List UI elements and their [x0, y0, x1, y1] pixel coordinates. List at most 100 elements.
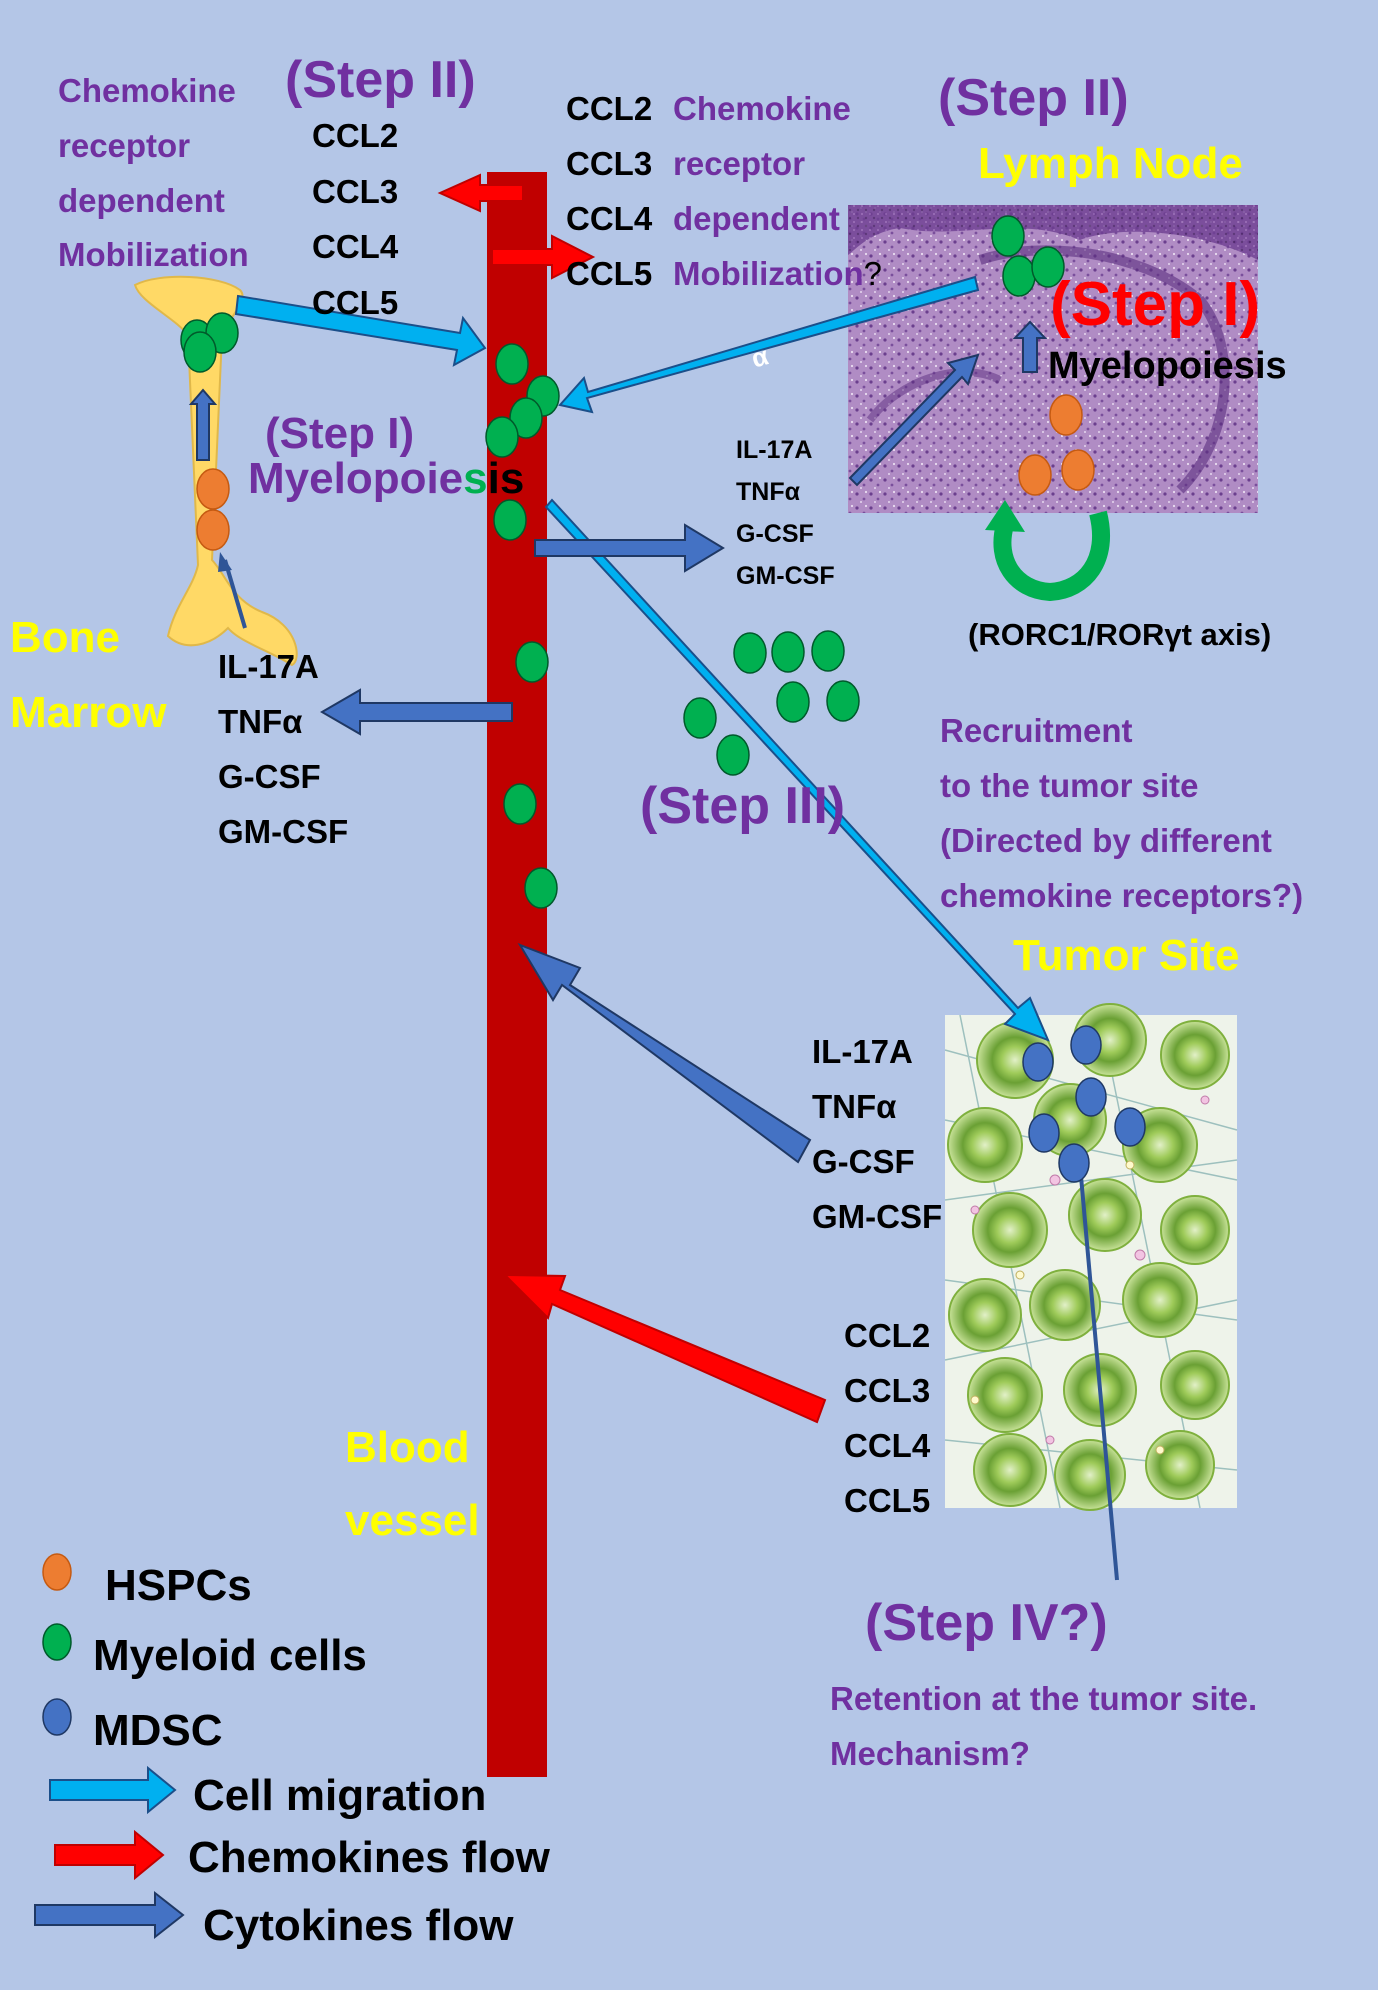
svg-text:CCL3: CCL3 [844, 1372, 930, 1409]
legend: HSPCs Myeloid cells MDSC Cell migration … [34, 1553, 551, 1950]
myeloid-cell [183, 331, 217, 373]
rorc1-loop-arrow [985, 500, 1111, 602]
svg-text:CCL5: CCL5 [312, 284, 398, 321]
chemokine-arrow-vessel-to-left [437, 173, 524, 213]
svg-text:IL-17A: IL-17A [736, 436, 812, 464]
svg-text:Retention at the tumor site.: Retention at the tumor site. [830, 1680, 1257, 1717]
chemokine-arrow-tumor-to-vessel [502, 1273, 827, 1424]
svg-text:CCL4: CCL4 [844, 1427, 931, 1464]
hspc-cell [196, 468, 230, 510]
legend-hspc-label: HSPCs [105, 1561, 252, 1610]
svg-text:G-CSF: G-CSF [812, 1143, 915, 1180]
myeloid-cell [776, 681, 810, 723]
myeloid-cell [493, 499, 527, 541]
migration-arrow-lymph-to-vessel [558, 275, 980, 414]
svg-text:receptor: receptor [58, 127, 190, 164]
svg-text:CCL4: CCL4 [312, 228, 399, 265]
myeloid-cell [509, 397, 543, 439]
cell-migration-arrows [234, 275, 1050, 1042]
mdsc-cell [1028, 1113, 1060, 1153]
myelopoiesis-up-arrow-bone [188, 388, 218, 461]
myeloid-cell [503, 783, 537, 825]
svg-text:Chemokine: Chemokine [673, 90, 851, 127]
retention-line [1078, 1164, 1119, 1581]
legend-mdsc-swatch [42, 1698, 72, 1736]
svg-text:CCL5: CCL5 [566, 255, 652, 292]
svg-text:CCL4: CCL4 [566, 200, 653, 237]
migration-arrow-vessel-to-tumor [544, 498, 1050, 1042]
svg-text:G-CSF: G-CSF [736, 520, 814, 548]
legend-cytokine-label: Cytokines flow [203, 1901, 514, 1950]
myeloid-cell [515, 641, 549, 683]
migration-arrow-bone-to-vessel [234, 294, 487, 367]
cytokine-arrow-vessel-to-right [534, 523, 725, 573]
right-chemokine-list: CCL2 CCL3 CCL4 CCL5 [566, 90, 653, 292]
myeloid-cell [524, 867, 558, 909]
legend-hspc-swatch [42, 1553, 72, 1591]
myeloid-cell [991, 215, 1025, 257]
right-step1-label: (Step I) [1050, 270, 1260, 339]
legend-mdsc-label: MDSC [93, 1706, 223, 1755]
chemokine-arrow-vessel-to-right [491, 234, 596, 280]
svg-text:Recruitment: Recruitment [940, 712, 1133, 749]
hspc-cells [196, 394, 1095, 551]
rorc1-axis-label: (RORC1/RORγt axis) [968, 617, 1271, 652]
hspc-cell [196, 509, 230, 551]
tumor-tissue [944, 1003, 1238, 1511]
right-cytokine-list: IL-17A TNFα G-CSF GM-CSF [736, 436, 835, 590]
myeloid-cell [1031, 246, 1065, 288]
step3-label: (Step III) [640, 777, 845, 835]
bone-marrow-label: Bone Marrow [10, 613, 167, 737]
right-step2-title: (Step II) [938, 69, 1129, 127]
myeloid-cell [826, 680, 860, 722]
myeloid-cells [180, 215, 1065, 909]
svg-text:CCL2: CCL2 [312, 117, 398, 154]
lymph-node-label: Lymph Node [978, 139, 1243, 188]
legend-migration-arrow [49, 1765, 177, 1815]
svg-text:IL-17A: IL-17A [812, 1033, 913, 1070]
mdsc-cell [1058, 1143, 1090, 1183]
tumor-cytokine-list: IL-17A TNFα G-CSF GM-CSF [812, 1033, 942, 1235]
right-myelopoiesis-label: Myelopoiesis [1048, 345, 1287, 387]
cytokine-arrow-to-lymph-node [848, 353, 980, 487]
left-step2-title: (Step II) [285, 51, 476, 109]
svg-text:CCL5: CCL5 [844, 1482, 930, 1519]
myeloid-cell [1002, 255, 1036, 297]
svg-text:G-CSF: G-CSF [218, 758, 321, 795]
svg-text:GM-CSF: GM-CSF [812, 1198, 942, 1235]
svg-text:(Directed by different: (Directed by different [940, 822, 1272, 859]
cytokine-arrow-tumor-to-vessel [517, 943, 812, 1164]
mdsc-cell [1114, 1107, 1146, 1147]
recruitment-label: Recruitment to the tumor site (Directed … [940, 712, 1303, 914]
svg-text:Blood: Blood [345, 1423, 470, 1472]
svg-text:TNFα: TNFα [736, 478, 801, 506]
svg-text:dependent: dependent [673, 200, 840, 237]
hspc-cell [1049, 394, 1083, 436]
svg-text:dependent: dependent [58, 182, 225, 219]
left-step1-label: (Step I) [265, 409, 414, 458]
retention-label: Retention at the tumor site. Mechanism? [830, 1680, 1257, 1772]
svg-text:IL-17A: IL-17A [218, 648, 319, 685]
svg-text:Chemokine: Chemokine [58, 72, 236, 109]
svg-text:chemokine receptors?): chemokine receptors?) [940, 877, 1303, 914]
myeloid-cell [485, 416, 519, 458]
hspc-cell [1061, 449, 1095, 491]
bone-thin-arrow [223, 559, 247, 629]
mdsc-cell [1070, 1025, 1102, 1065]
left-cytokine-list: IL-17A TNFα G-CSF GM-CSF [218, 648, 348, 850]
right-mobilization-label: Chemokine receptor dependent Mobilizatio… [673, 90, 882, 292]
legend-chemokine-arrow [54, 1829, 165, 1881]
tumor-chemokine-list: CCL2 CCL3 CCL4 CCL5 [844, 1317, 931, 1519]
legend-cytokine-arrow [34, 1890, 185, 1940]
myeloid-cell [683, 697, 717, 739]
myeloid-cell [716, 734, 750, 776]
svg-text:CCL2: CCL2 [566, 90, 652, 127]
myeloid-cell [733, 632, 767, 674]
myelopoiesis-up-arrow-lymph [1012, 320, 1048, 373]
svg-text:receptor: receptor [673, 145, 805, 182]
svg-text:CCL2: CCL2 [844, 1317, 930, 1354]
blood-vessel-label: Blood vessel [345, 1423, 480, 1545]
cytokine-arrow-vessel-to-bone [320, 688, 513, 736]
left-myelopoiesis-label: Myelopoiesis [248, 454, 524, 503]
